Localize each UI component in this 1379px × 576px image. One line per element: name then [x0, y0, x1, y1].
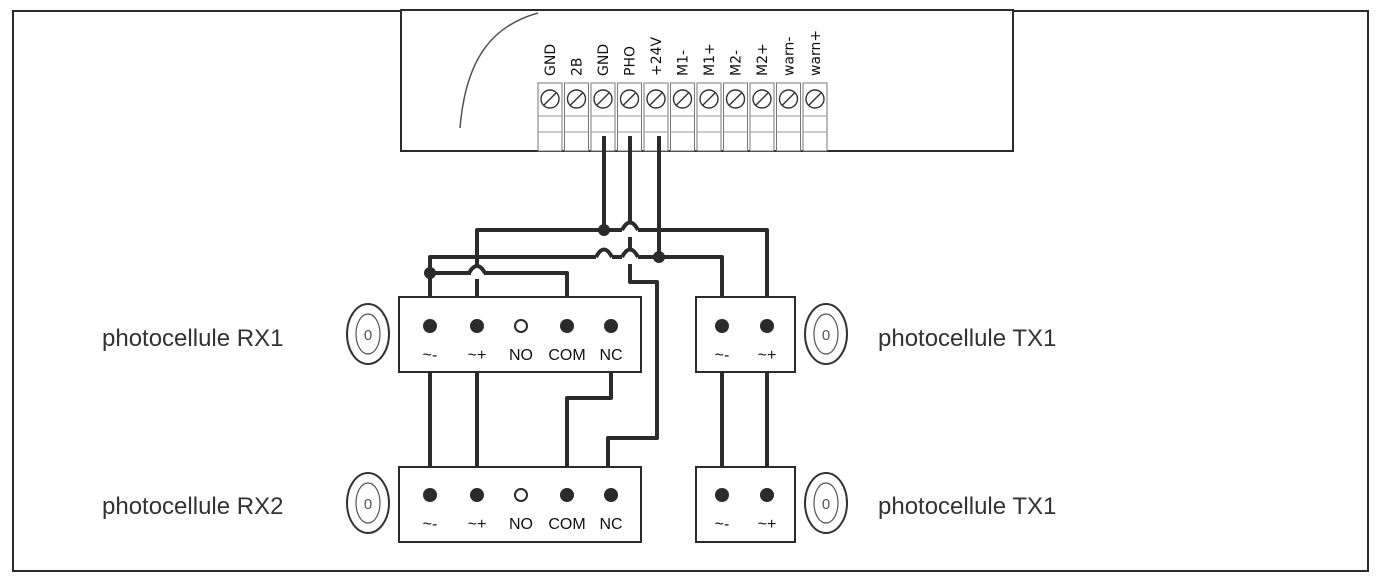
terminal-8: M2- [723, 50, 748, 152]
tx2-pin-0 [715, 488, 729, 502]
rx2-pin-label: NO [509, 516, 533, 533]
rx1-pin-0 [423, 319, 437, 333]
rx1-pin-label: NO [509, 347, 533, 364]
tx2-pins: ~- ~+ [715, 488, 777, 533]
terminal-9: M2+ [749, 43, 775, 152]
rx1-label: photocellule RX1 [102, 325, 283, 352]
controller-board: GND 2B GND PHO +24V M1- M1+ M2- M2+ warn-warn+ [400, 9, 1014, 152]
rx2-pin-label: NC [599, 516, 622, 533]
wiring [428, 136, 769, 495]
rx2-pin-label: ~- [423, 516, 438, 533]
rx1-pins: ~- ~+ NO COM NC [423, 319, 623, 364]
terminal-label: GND [596, 44, 612, 76]
tx2-pin-label: ~- [715, 516, 730, 533]
rx2-pin-3 [560, 488, 574, 502]
controller-cable-curve [459, 12, 539, 129]
rx1-pin-label: ~+ [468, 347, 487, 364]
tx2-box [695, 466, 796, 543]
photocell-rx1: photocellule RX1 0 ~- ~+ NO COM NC [102, 296, 642, 373]
terminal-10: warn- [776, 37, 801, 152]
tx1-pin-label: ~+ [758, 347, 777, 364]
terminal-label: +24V [649, 36, 665, 76]
terminal-label: GND [543, 44, 559, 76]
tx1-pin-label: ~- [715, 347, 730, 364]
devices: photocellule RX1 0 ~- ~+ NO COM NC ~- ~+ 0 ph… [102, 296, 1056, 543]
rx2-lens-label: 0 [364, 496, 372, 513]
tx2-label: photocellule TX1 [878, 493, 1056, 520]
photocell-tx1: ~- ~+ 0 photocellule TX1 [695, 296, 1056, 373]
rx1-pin-label: COM [548, 347, 585, 364]
rx1-pin-label: ~- [423, 347, 438, 364]
wire-24v-tx [659, 255, 724, 495]
tx1-lens: 0 [804, 303, 848, 365]
rx1-pin-1 [470, 319, 484, 333]
rx2-pin-label: ~+ [468, 516, 487, 533]
terminal-label: warn- [782, 37, 798, 76]
tx1-label: photocellule TX1 [878, 325, 1056, 352]
terminal-1: GND [537, 44, 563, 152]
photocell-tx2: ~- ~+ 0 photocellule TX1 [695, 466, 1056, 543]
rx2-label: photocellule RX2 [102, 493, 283, 520]
photocell-rx2: photocellule RX2 0 ~- ~+ NO COM NC [102, 466, 642, 543]
tx1-pin-0 [715, 319, 729, 333]
tx1-box [695, 296, 796, 373]
junction-gnd [598, 224, 610, 236]
terminal-label: 2B [570, 57, 586, 76]
tx1-pin-1 [760, 319, 774, 333]
terminal-label: PHO [623, 46, 639, 76]
wire-24v [428, 136, 661, 495]
rx1-lens-label: 0 [364, 327, 372, 344]
crossover-hops [424, 220, 665, 279]
hop-24v-gnd [594, 247, 614, 259]
hop-gnd-pho [620, 220, 640, 232]
tx1-lens-label: 0 [822, 327, 830, 344]
tx2-pin-label: ~+ [758, 516, 777, 533]
hop-24v-pho [620, 247, 640, 259]
rx1-box [398, 296, 642, 373]
terminal-5: +24V [643, 36, 669, 152]
terminal-strip: GND 2B GND PHO +24V M1- M1+ M2- M2+ warn-warn+ [537, 30, 828, 152]
tx1-pins: ~- ~+ [715, 319, 777, 364]
rx2-lens: 0 [346, 472, 390, 534]
tx2-lens: 0 [804, 472, 848, 534]
rx1-pin-4 [604, 319, 618, 333]
rx2-pin-4 [604, 488, 618, 502]
terminal-label: M1- [676, 50, 692, 76]
rx1-pin-label: NC [599, 347, 622, 364]
terminal-2: 2B [564, 57, 589, 152]
rx2-pins: ~- ~+ NO COM NC [423, 488, 623, 533]
rx1-pin-no [514, 319, 528, 333]
rx2-pin-0 [423, 488, 437, 502]
hop-com-gnd [467, 264, 487, 275]
tx2-pin-1 [760, 488, 774, 502]
terminal-7: M1+ [696, 43, 722, 152]
rx2-pin-no [514, 488, 528, 502]
rx1-lens: 0 [346, 303, 390, 365]
junction-rx1-com [424, 267, 436, 279]
tx2-lens-label: 0 [822, 496, 830, 513]
terminal-label: M1+ [702, 43, 718, 76]
terminal-label: M2- [729, 50, 745, 76]
rx2-pin-label: COM [548, 516, 585, 533]
terminal-label: M2+ [755, 43, 771, 76]
terminal-6: M1- [670, 50, 695, 152]
terminal-label: warn+ [808, 30, 824, 76]
rx2-pin-1 [470, 488, 484, 502]
terminal-11: warn+ [802, 30, 828, 152]
rx1-pin-3 [560, 319, 574, 333]
junction-24v [653, 251, 665, 263]
rx2-box [398, 466, 642, 543]
